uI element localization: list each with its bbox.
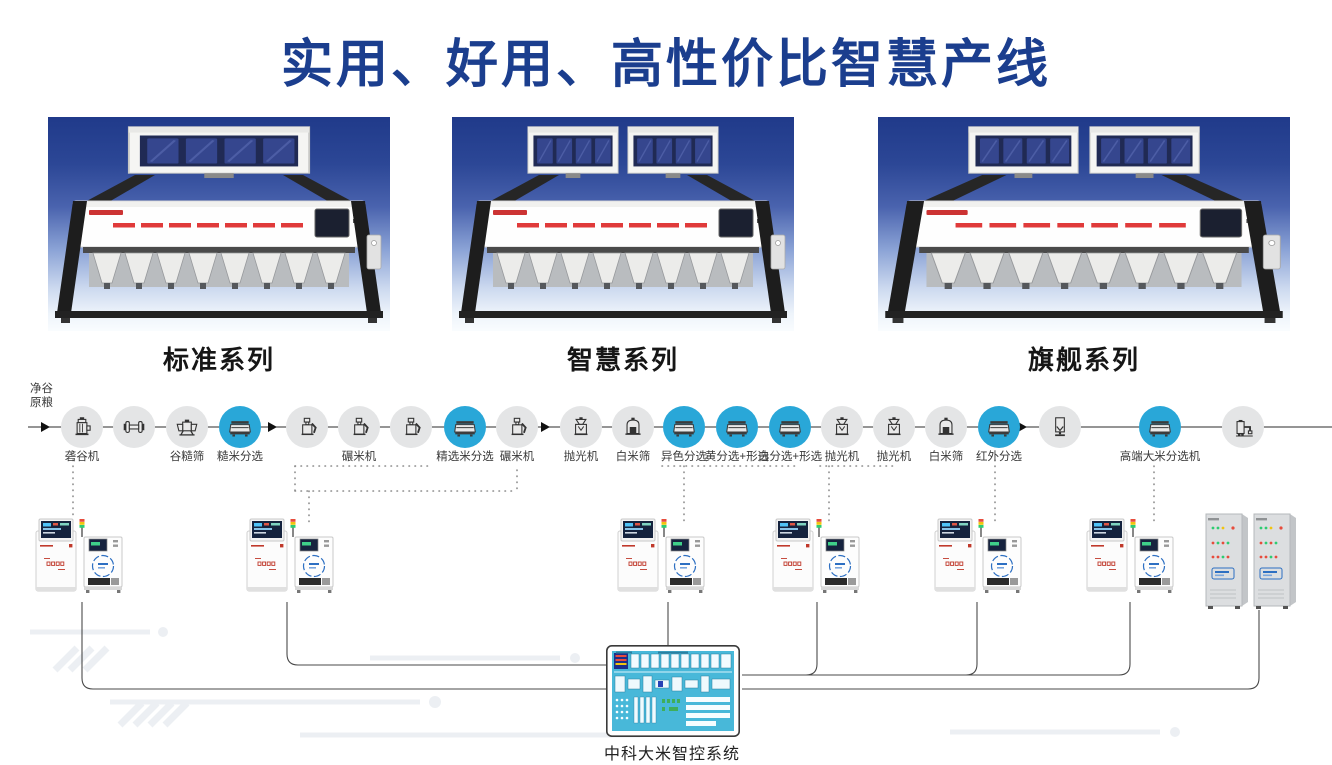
control-station-pair-3 [617,518,705,594]
flow-node-label: 白分选+形选 [758,449,823,463]
flow-node-label: 抛光机 [825,449,860,463]
flow-node-白米筛: 白米筛 [925,406,967,463]
series-label-flagship: 旗舰系列 [1027,345,1140,375]
flow-node-label: 抛光机 [877,449,912,463]
flow-node-label: 白米筛 [929,449,964,463]
flow-node-rice-mill [390,406,432,448]
flow-node-异色分选: 异色分选 [661,406,707,463]
polisher-icon [834,416,850,436]
flow-node-label: 精选米分选 [436,450,494,463]
flow-node-label: 抛光机 [564,449,599,463]
svg-text:净谷: 净谷 [30,381,53,395]
flow-node-hopper [1039,406,1081,448]
flow-node-packer [1222,406,1264,448]
electric-cabinet-2 [1253,513,1297,610]
color-sorter-icon [1149,420,1171,438]
polisher-icon [886,416,902,436]
control-station-pair-6 [1086,518,1174,594]
flow-node-label: 红外分选 [976,450,1022,463]
process-flow-diagram: 净谷 原粮 砻谷机谷糙筛糙米分选碾米机精选米分选碾米机抛光机白米筛异色分选黄分选… [28,381,1332,738]
machine-panel-flagship [878,117,1290,331]
flow-node-rice-mill [286,406,328,448]
color-sorter-machine-illustration [458,126,788,324]
control-station-pair-4 [772,518,860,594]
svg-text:原粮: 原粮 [30,395,53,409]
decorative-circuit-traces [30,627,1180,738]
flow-node-label: 异色分选 [661,449,707,463]
flow-node-糙米分选: 糙米分选 [217,406,263,463]
flow-node-抛光机: 抛光机 [821,406,863,463]
flow-node-label: 碾米机 [500,449,535,463]
flow-node-roller [113,406,155,448]
flow-node-黄分选+形选: 黄分选+形选 [705,406,770,463]
control-station-pair-1 [35,518,123,594]
flow-node-抛光机: 抛光机 [560,406,602,463]
color-sorter-icon [779,420,801,438]
polisher-icon [573,416,589,436]
flow-node-label: 砻谷机 [65,449,100,463]
flow-node-白米筛: 白米筛 [612,406,654,463]
electric-cabinet-1 [1205,513,1249,610]
flow-direction-arrows [41,422,1027,432]
control-station-pair-2 [246,518,334,594]
machine-panel-standard [48,117,390,331]
flow-node-碾米机: 碾米机 [338,406,380,463]
page-title: 实用、好用、高性价比智慧产线 [280,36,1051,94]
color-sorter-icon [673,420,695,438]
machine-panel-smart [452,117,794,331]
flow-node-高端大米分选机: 高端大米分选机 [1120,406,1201,463]
color-sorter-machine-illustration [54,125,384,324]
control-stations [35,513,1297,610]
flow-node-label: 糙米分选 [217,449,263,463]
flow-node-label: 碾米机 [342,449,377,463]
control-system-label: 中科大米智控系统 [603,746,740,763]
color-sorter-icon [229,420,251,438]
flow-node-谷糙筛: 谷糙筛 [166,406,208,463]
flow-node-精选米分选: 精选米分选 [436,406,494,463]
flow-node-红外分选: 红外分选 [976,406,1022,463]
flow-node-抛光机: 抛光机 [873,406,915,463]
flow-nodes: 砻谷机谷糙筛糙米分选碾米机精选米分选碾米机抛光机白米筛异色分选黄分选+形选白分选… [61,406,1264,463]
dotted-connectors [72,459,1155,527]
flow-node-label: 高端大米分选机 [1120,449,1201,463]
flow-source-label: 净谷 原粮 [30,381,53,409]
flow-node-碾米机: 碾米机 [496,406,538,463]
flow-node-label: 谷糙筛 [170,449,205,463]
flow-node-白分选+形选: 白分选+形选 [758,406,823,463]
color-sorter-icon [454,420,476,438]
color-sorter-icon [988,420,1010,438]
control-station-pair-5 [934,518,1022,594]
series-label-smart: 智慧系列 [566,345,679,375]
network-connection-lines [81,602,1260,690]
series-label-standard: 标准系列 [162,345,275,375]
color-sorter-machine-illustration [884,125,1284,324]
flow-node-砻谷机: 砻谷机 [61,406,103,463]
control-system-screen [606,645,740,737]
flow-node-label: 白米筛 [616,449,651,463]
color-sorter-icon [726,420,748,438]
flow-node-label: 黄分选+形选 [705,449,770,463]
